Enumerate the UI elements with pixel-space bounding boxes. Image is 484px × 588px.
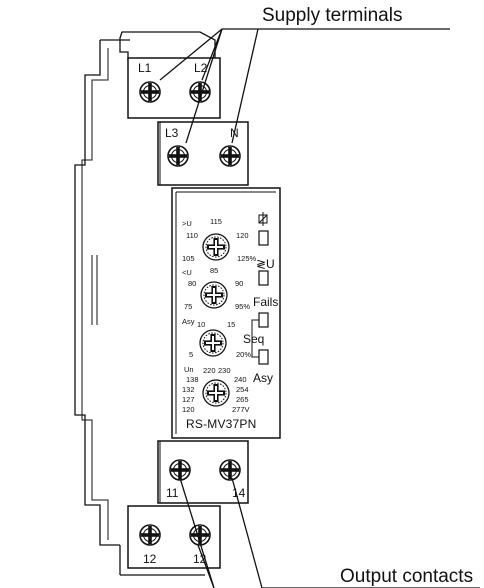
scale-label: 80: [188, 279, 196, 288]
overvoltage-dial[interactable]: >U 110 115 120 105 125%: [182, 217, 257, 263]
voltage-indicator-label: ≷U: [256, 257, 275, 271]
terminal-l2-label: L2: [194, 61, 208, 75]
scale-label: 240: [234, 375, 247, 384]
screw-icon: [167, 145, 189, 167]
led-relay: [258, 230, 269, 246]
undervoltage-label: <U: [182, 268, 192, 277]
scale-label: 125%: [237, 254, 257, 263]
terminal-12-label-2: 12: [193, 552, 207, 566]
top-terminal-block-2: L3 N: [157, 121, 249, 186]
terminal-14-label: 14: [232, 486, 246, 500]
terminal-l1-label: L1: [138, 61, 152, 75]
undervoltage-dial[interactable]: <U 80 85 90 75 95%: [182, 266, 250, 311]
asy-indicator-label: Asy: [253, 371, 273, 385]
asymmetry-label: Asy: [182, 317, 195, 326]
nominal-label: Un: [184, 365, 194, 374]
relay-icon: [258, 212, 268, 226]
scale-label: 110: [186, 231, 198, 240]
scale-label: 277V: [232, 405, 250, 414]
scale-label: 265: [236, 395, 249, 404]
scale-label: 20%: [236, 350, 251, 359]
screw-icon: [219, 145, 241, 167]
fails-label: Fails: [253, 295, 278, 309]
knob-icon: [199, 329, 227, 357]
output-callout: Output contacts: [179, 477, 480, 588]
knob-icon: [202, 379, 230, 407]
output-contacts-label: Output contacts: [340, 566, 473, 587]
screw-icon: [139, 81, 161, 103]
overvoltage-label: >U: [182, 219, 192, 228]
scale-label: 254: [236, 385, 249, 394]
scale-label: 105: [182, 254, 195, 263]
terminal-l3-label: L3: [165, 126, 179, 140]
led-voltage: [258, 270, 269, 286]
screw-icon: [169, 459, 191, 481]
scale-label: 220: [203, 366, 216, 375]
led-fails: [258, 312, 269, 328]
scale-label: 120: [182, 405, 195, 414]
scale-label: 85: [210, 266, 218, 275]
model-label: RS-MV37PN: [186, 417, 256, 431]
scale-label: 5: [189, 350, 193, 359]
knob-icon: [202, 233, 230, 261]
nominal-voltage-dial[interactable]: Un 220 230 138 240 132 254 127 265 120 2…: [182, 365, 250, 414]
seq-indicator: Seq Asy: [243, 332, 273, 385]
supply-callout: Supply terminals: [159, 5, 450, 144]
scale-label: 75: [184, 302, 192, 311]
top-terminal-block-1: L1 L2: [119, 31, 221, 119]
knob-icon: [200, 281, 228, 309]
front-panel: >U 110 115 120 105 125% <U 80 85 90 75 9…: [171, 187, 281, 439]
scale-label: 138: [186, 375, 199, 384]
fails-indicator: Fails: [251, 295, 278, 358]
screw-icon: [219, 459, 241, 481]
scale-label: 15: [227, 320, 235, 329]
relay-indicator: [258, 212, 269, 246]
terminal-12-label: 12: [143, 552, 157, 566]
supply-terminals-label: Supply terminals: [262, 5, 402, 26]
led-seq: [258, 349, 269, 365]
scale-label: 120: [236, 231, 249, 240]
screw-icon: [139, 524, 161, 546]
voltage-indicator: ≷U: [256, 257, 275, 286]
housing-left-profile: [74, 39, 130, 546]
scale-label: 132: [182, 385, 195, 394]
scale-label: 90: [235, 279, 243, 288]
asymmetry-dial[interactable]: Asy 10 15 5 20%: [182, 317, 251, 359]
scale-label: 127: [182, 395, 195, 404]
scale-label: 230: [218, 366, 231, 375]
scale-label: 95%: [235, 302, 250, 311]
scale-label: 10: [197, 320, 205, 329]
seq-label: Seq: [243, 332, 264, 346]
terminal-11-label: 11: [166, 486, 179, 500]
bottom-terminal-block-1: 11 14: [157, 440, 249, 504]
scale-label: 115: [210, 217, 222, 226]
